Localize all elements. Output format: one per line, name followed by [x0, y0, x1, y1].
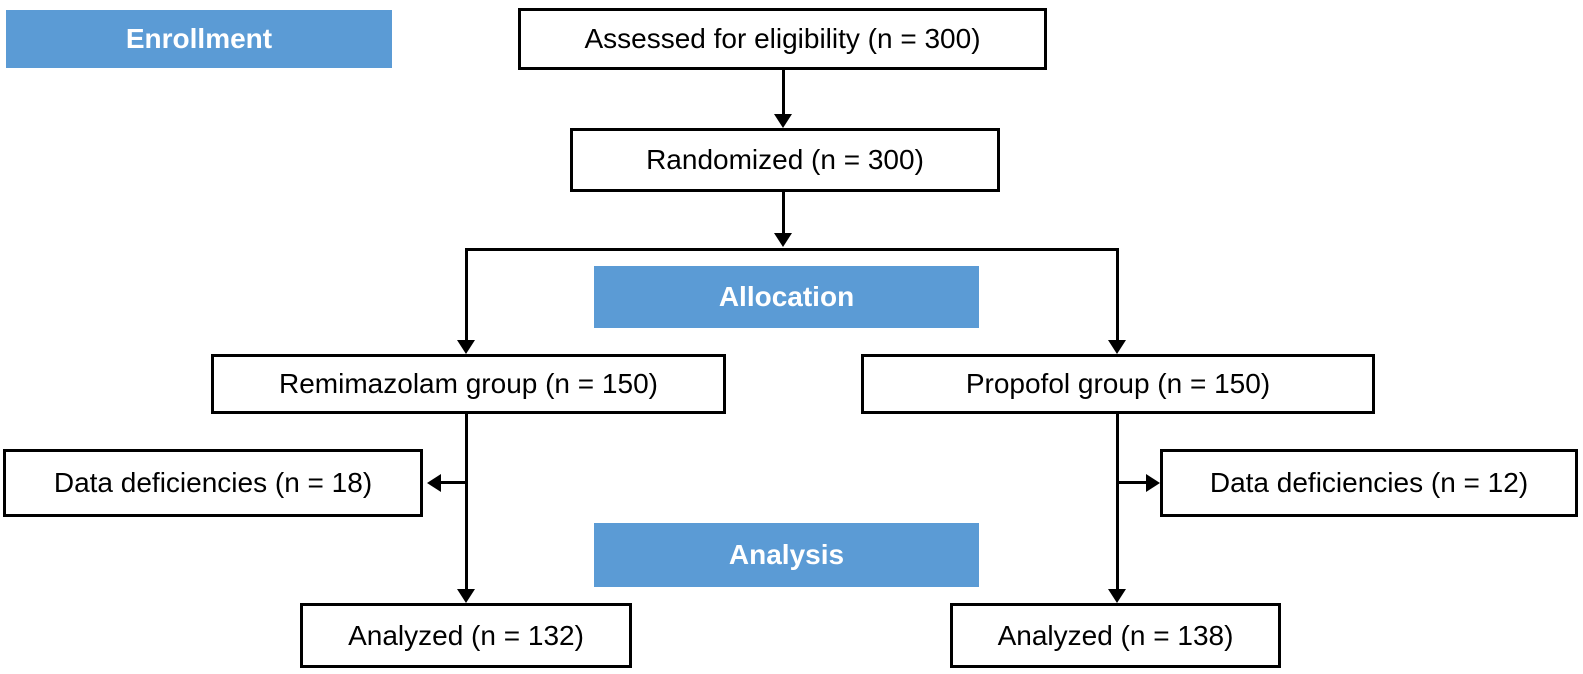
connector-split-to-propofol-line	[1116, 248, 1119, 340]
connector-remimazolam-to-analyzed-line	[465, 414, 468, 589]
arrowhead-down-to-propofol	[1108, 340, 1126, 354]
analyzed-left-box: Analyzed (n = 132)	[300, 603, 632, 668]
propofol-group-box: Propofol group (n = 150)	[861, 354, 1375, 414]
arrowhead-down-to-analyzed-left	[457, 589, 475, 603]
connector-assessed-to-randomized-line	[782, 70, 785, 114]
connector-to-deficiencies-left-line	[441, 481, 468, 484]
enrollment-stage-label: Enrollment	[6, 10, 392, 68]
connector-split-to-remimazolam-line	[465, 248, 468, 340]
arrowhead-down-to-analyzed-right	[1108, 589, 1126, 603]
randomized-box: Randomized (n = 300)	[570, 128, 1000, 192]
arrowhead-down-randomized-to-split	[774, 233, 792, 247]
analysis-stage-label: Analysis	[594, 523, 979, 587]
assessed-for-eligibility-box: Assessed for eligibility (n = 300)	[518, 8, 1047, 70]
connector-randomized-to-split-line	[782, 192, 785, 233]
connector-to-deficiencies-right-line	[1119, 481, 1146, 484]
data-deficiencies-right-box: Data deficiencies (n = 12)	[1160, 449, 1578, 517]
arrowhead-down-assessed-to-randomized	[774, 114, 792, 128]
remimazolam-group-box: Remimazolam group (n = 150)	[211, 354, 726, 414]
data-deficiencies-left-box: Data deficiencies (n = 18)	[3, 449, 423, 517]
allocation-stage-label: Allocation	[594, 266, 979, 328]
allocation-split-line	[465, 248, 1119, 251]
arrowhead-right-to-deficiencies	[1146, 474, 1160, 492]
connector-propofol-to-analyzed-line	[1116, 414, 1119, 589]
arrowhead-down-to-remimazolam	[457, 340, 475, 354]
arrowhead-left-to-deficiencies	[427, 474, 441, 492]
analyzed-right-box: Analyzed (n = 138)	[950, 603, 1281, 668]
